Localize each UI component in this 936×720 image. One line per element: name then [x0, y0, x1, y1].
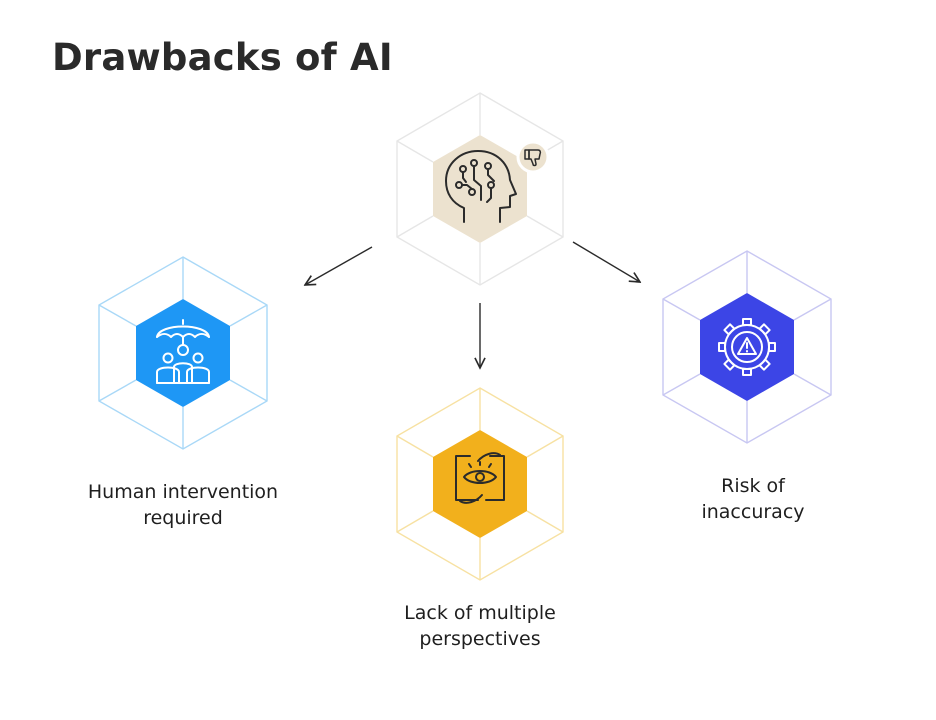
human-intervention-hexagon-frame [98, 256, 268, 450]
human-intervention-label-line-1: Human intervention [87, 481, 279, 503]
risk-of-inaccuracy-label: Risk of inaccuracy [653, 473, 853, 525]
human-intervention-hexagon [136, 299, 230, 407]
human-intervention-label: Human intervention required [63, 479, 303, 531]
gear-warning-icon [718, 318, 776, 376]
human-intervention-label-line-2: required [143, 507, 223, 529]
thumbs-down-badge [516, 140, 550, 174]
lack-of-perspectives-label: Lack of multiple perspectives [360, 600, 600, 652]
thumbs-down-icon [524, 149, 542, 167]
arrow-to-risk-of-inaccuracy [572, 241, 640, 282]
lack-of-perspectives-label-line-2: perspectives [419, 628, 541, 650]
risk-of-inaccuracy-node [662, 250, 832, 444]
arrow-to-human-intervention [305, 246, 373, 285]
human-intervention-node [98, 256, 268, 450]
risk-of-inaccuracy-label-line-2: inaccuracy [701, 501, 805, 523]
ai-brain-icon [445, 150, 517, 223]
umbrella-people-icon [156, 319, 210, 384]
center-ai-node [396, 92, 564, 286]
lack-of-perspectives-node [396, 387, 564, 581]
risk-of-inaccuracy-label-line-1: Risk of [721, 475, 785, 497]
lack-of-perspectives-label-line-1: Lack of multiple [404, 602, 556, 624]
lack-of-perspectives-hexagon-frame [396, 387, 564, 581]
risk-of-inaccuracy-hexagon-frame [662, 250, 832, 444]
page-title: Drawbacks of AI [52, 36, 393, 79]
eye-perspective-icon [455, 452, 505, 504]
